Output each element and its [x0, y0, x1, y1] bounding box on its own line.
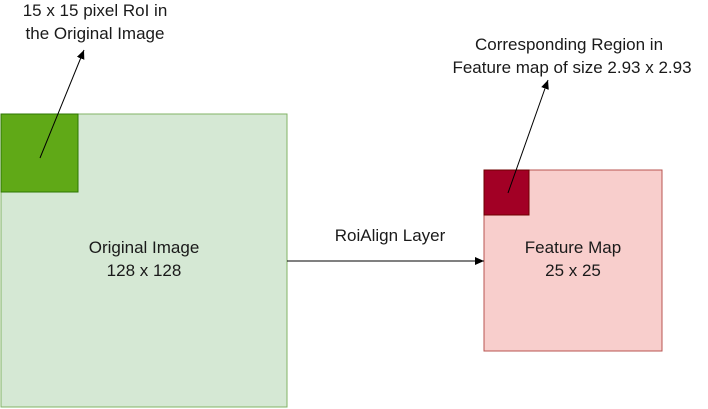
roi-square [0, 113, 79, 193]
roi-arrow [39, 49, 85, 159]
roi-label-line-1: 15 x 15 pixel RoI in [23, 1, 168, 20]
feature-map-size: 25 x 25 [545, 261, 601, 280]
region-label-line-1: Corresponding Region in [475, 35, 663, 54]
roialign-layer-label: RoiAlign Layer [335, 226, 446, 245]
feature-map-title: Feature Map [525, 238, 621, 257]
corresponding-region-square [483, 169, 530, 216]
roi-label-line-2: the Original Image [26, 24, 165, 43]
region-arrow [507, 79, 549, 194]
original-image-size: 128 x 128 [107, 261, 182, 280]
region-label-line-2: Feature map of size 2.93 x 2.93 [452, 58, 691, 77]
original-image-title: Original Image [89, 238, 200, 257]
